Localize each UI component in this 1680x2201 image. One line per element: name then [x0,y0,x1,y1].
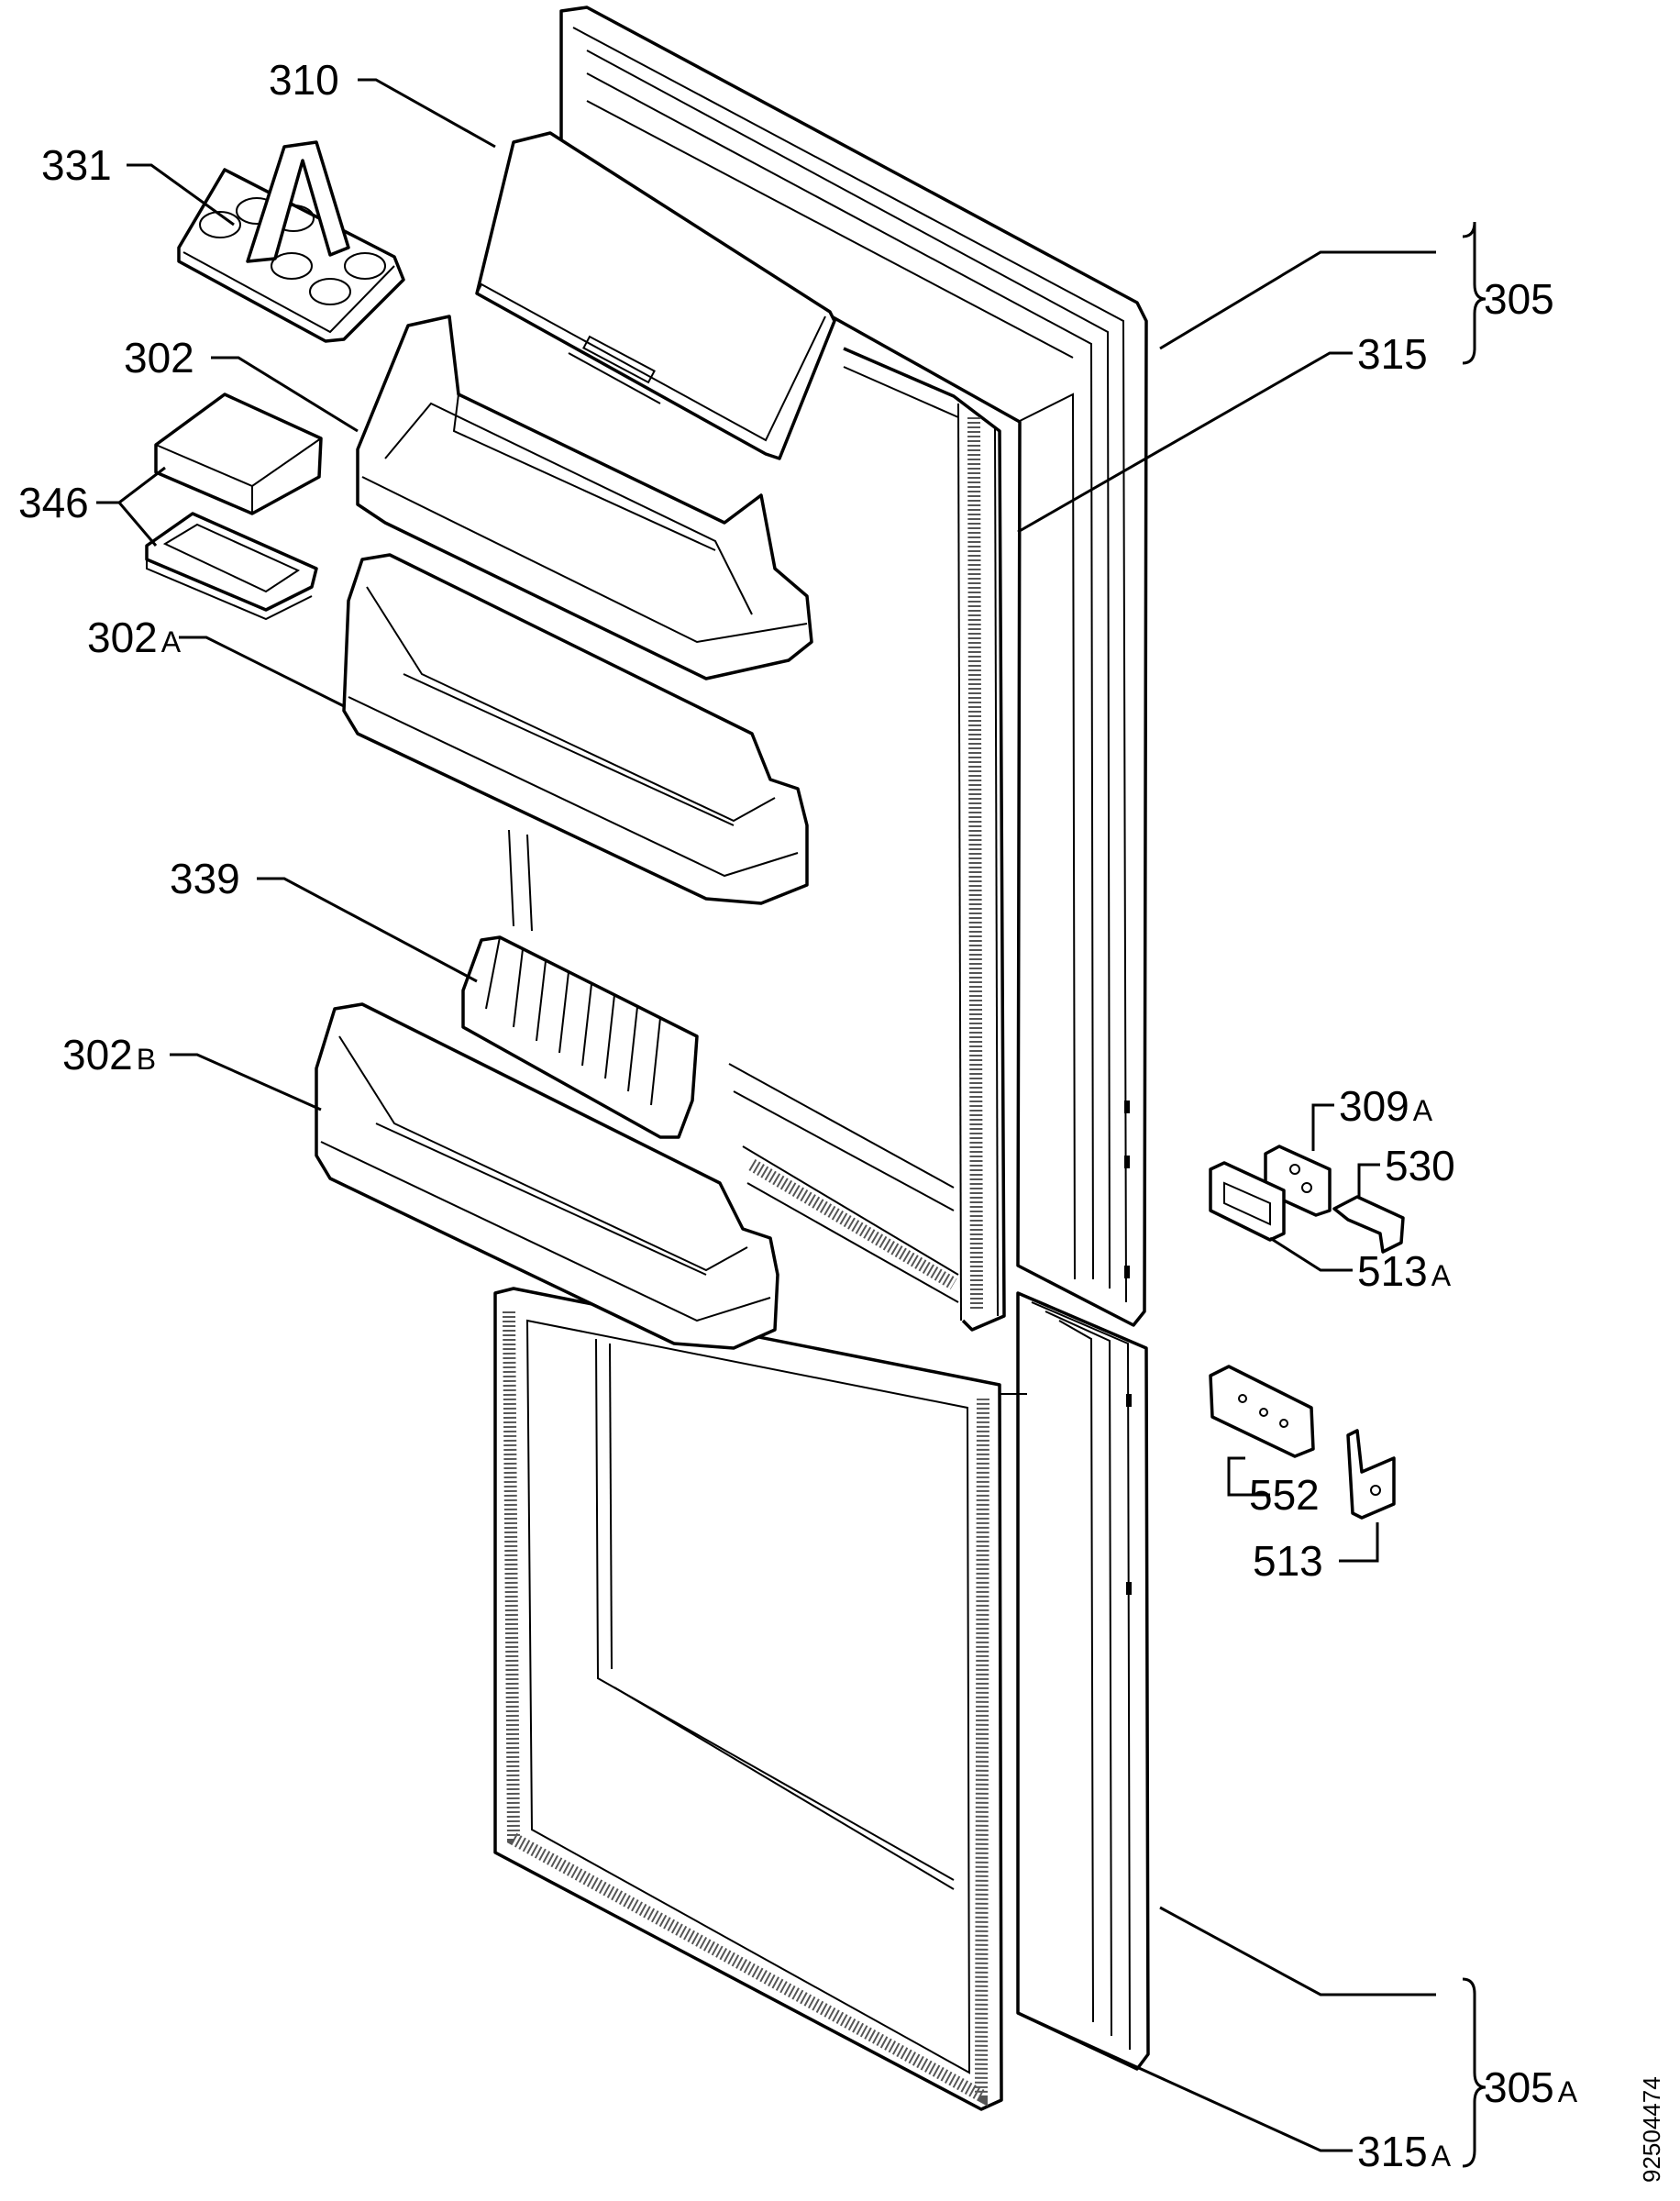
cover-handle [582,335,656,384]
brace-305 [1462,221,1487,365]
hinge-hole [1126,1394,1132,1407]
label-552: 552 [1249,1471,1320,1519]
hinge-parts-upper [1209,1145,1405,1254]
drawing-code: 92504474 [1638,2076,1665,2183]
label-513: 513 [1253,1537,1323,1585]
hinge-hole [1124,1156,1130,1168]
door-shelf-302a [342,553,809,905]
label-339: 339 [170,855,240,902]
hinge-hole [1124,1266,1130,1278]
label-346: 346 [18,479,89,526]
hinge-hole [1126,1582,1132,1595]
egg-tray [177,140,405,343]
brace-305a [1462,1977,1487,2168]
door-shelf-302b [315,1002,779,1350]
bottle-retainer [461,935,699,1139]
dairy-compartment-cover [475,131,836,460]
label-315: 315 [1357,330,1428,378]
lower-door-panel [1016,1291,1150,2071]
lower-door-gasket [493,1287,1027,2111]
inner-liner [508,829,955,1211]
label-305: 305 [1484,275,1554,323]
hinge-parts-lower [1209,1365,1396,1520]
label-302: 302 [124,334,194,382]
label-331: 331 [41,141,112,189]
leader-lines [96,78,1436,2152]
hinge-hole [1124,1100,1130,1113]
butter-container [145,393,323,621]
label-310: 310 [269,56,339,104]
label-530: 530 [1385,1142,1455,1189]
door-shelf-302 [356,315,813,680]
upper-door-gasket [742,347,1006,1332]
